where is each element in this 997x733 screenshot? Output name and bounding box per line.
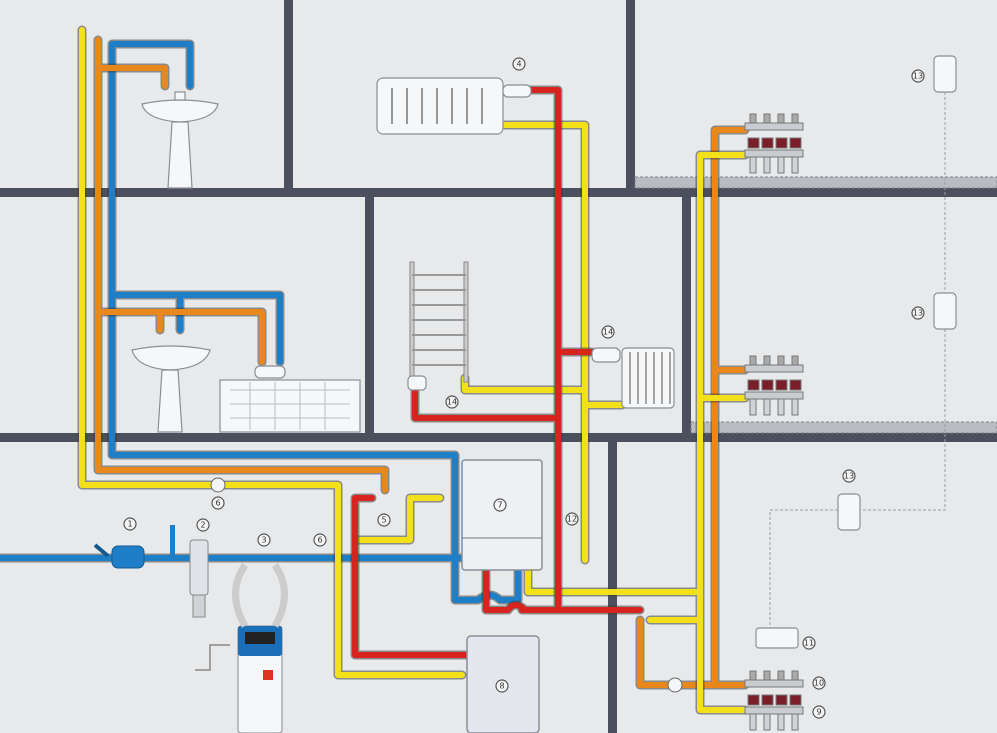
manifold-part (749, 398, 757, 416)
label-manifold-return: 9 (812, 705, 826, 719)
heating-return-pipe (79, 27, 748, 713)
label-valve: 6 (313, 533, 327, 547)
radiator-top (376, 77, 532, 135)
manifold-part (777, 713, 785, 731)
manifold-part (789, 694, 802, 706)
svg-text:6: 6 (215, 499, 220, 508)
label-controller: 11 (802, 636, 816, 650)
label-room-thermostat: 13 (842, 469, 856, 483)
svg-text:2: 2 (200, 521, 205, 530)
svg-text:13: 13 (913, 72, 923, 81)
manifold-part (791, 398, 799, 416)
svg-text:13: 13 (913, 309, 923, 318)
sink-bathroom (131, 345, 211, 433)
svg-text:6: 6 (317, 536, 322, 545)
manifold-part (763, 113, 771, 124)
svg-text:10: 10 (814, 679, 824, 688)
manifold-part (763, 355, 771, 366)
water-softener (195, 563, 288, 733)
manifold-part (791, 156, 799, 174)
manifold-part (747, 137, 760, 149)
pipes (0, 25, 750, 715)
pump-icon (210, 477, 226, 493)
label-water-meter: 1 (123, 517, 137, 531)
heating-supply-pipe (352, 87, 643, 658)
thermostats (755, 55, 957, 649)
radiator-mid (591, 347, 675, 409)
manifold-part (744, 706, 804, 715)
svg-text:8: 8 (499, 682, 504, 691)
towel-rail (407, 261, 469, 391)
svg-text:9: 9 (816, 708, 821, 717)
manifold-part (775, 694, 788, 706)
label-safety-group: 12 (565, 512, 579, 526)
manifold-part (749, 670, 757, 681)
label-tank: 8 (495, 679, 509, 693)
callouts: 1 2 3 6 6 5 7 8 12 4 14 14 13 13 13 11 1… (123, 57, 925, 719)
manifold-part (777, 398, 785, 416)
manifold-part (761, 379, 774, 391)
manifold-part (789, 137, 802, 149)
manifold-part (763, 670, 771, 681)
water-meter (93, 543, 145, 569)
boiler (461, 459, 543, 571)
manifold-part (747, 379, 760, 391)
svg-text:12: 12 (567, 515, 577, 524)
manifold-part (763, 398, 771, 416)
label-pump: 6 (211, 496, 225, 510)
manifold-part (789, 379, 802, 391)
label-thermostat-mid: 13 (911, 306, 925, 320)
manifold-part (749, 355, 757, 366)
svg-text:11: 11 (804, 639, 814, 648)
manifold-part (744, 679, 804, 688)
manifold-part (747, 694, 760, 706)
manifold-part (749, 113, 757, 124)
label-boiler: 7 (493, 498, 507, 512)
label-filter: 2 (196, 518, 210, 532)
label-thermostat-top: 13 (911, 69, 925, 83)
label-mixing-valve: 5 (377, 513, 391, 527)
label-manifold-supply: 10 (812, 676, 826, 690)
svg-text:5: 5 (381, 516, 386, 525)
manifold-part (763, 713, 771, 731)
label-radiator-valve: 4 (512, 57, 526, 71)
svg-text:14: 14 (447, 398, 457, 407)
pump-icon (667, 677, 683, 693)
svg-text:1: 1 (127, 520, 132, 529)
label-rad-valve: 14 (601, 325, 615, 339)
manifold-part (763, 156, 771, 174)
manifold-part (791, 355, 799, 366)
label-towel-valve: 14 (445, 395, 459, 409)
manifold-part (749, 713, 757, 731)
svg-text:13: 13 (844, 472, 854, 481)
manifold-part (777, 355, 785, 366)
manifold-part (761, 694, 774, 706)
manifold-part (749, 156, 757, 174)
manifold-part (744, 364, 804, 373)
manifold-part (791, 713, 799, 731)
manifold-part (777, 113, 785, 124)
manifold-part (744, 122, 804, 131)
svg-text:4: 4 (516, 60, 521, 69)
manifold-part (791, 670, 799, 681)
bathtub (219, 365, 361, 433)
svg-text:14: 14 (603, 328, 613, 337)
label-softener: 3 (257, 533, 271, 547)
manifold-part (744, 391, 804, 400)
manifold-part (791, 113, 799, 124)
filter (170, 525, 209, 618)
svg-text:3: 3 (261, 536, 266, 545)
svg-text:7: 7 (497, 501, 502, 510)
manifold-part (744, 149, 804, 158)
manifold-part (775, 137, 788, 149)
manifold-part (777, 156, 785, 174)
manifold-part (775, 379, 788, 391)
manifolds (744, 113, 804, 731)
sink-top (141, 91, 219, 189)
manifold-part (761, 137, 774, 149)
manifold-part (777, 670, 785, 681)
